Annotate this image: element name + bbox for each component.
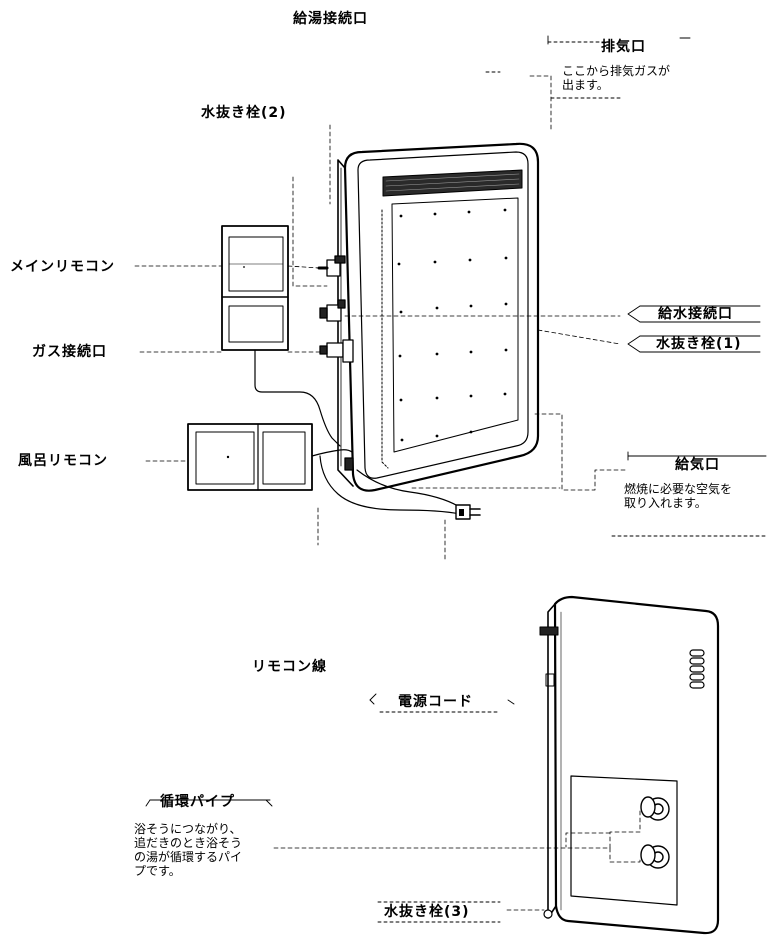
label-drain-valve-1: 水抜き栓(1) <box>656 336 742 352</box>
water-heater-back <box>547 595 720 935</box>
back-bracket <box>539 626 559 687</box>
pipe-fittings <box>317 255 354 471</box>
label-exhaust: 排気口 <box>601 39 646 55</box>
callout-frames <box>145 35 767 923</box>
label-remote-cable: リモコン線 <box>252 659 327 675</box>
label-gas-connection: ガス接続口 <box>32 344 107 360</box>
label-water-supply-connection: 給水接続口 <box>658 306 733 322</box>
remote-cables <box>254 349 461 515</box>
bath-remote-controller <box>187 423 313 491</box>
label-circulation-pipe: 循環パイプ <box>160 794 235 810</box>
label-drain-valve-2: 水抜き栓(2) <box>201 105 287 121</box>
label-bath-remote: 風呂リモコン <box>18 453 108 469</box>
front-exhaust-grille <box>382 169 523 197</box>
air-intake-description: 燃焼に必要な空気を 取り入れます。 <box>624 482 733 510</box>
label-air-intake: 給気口 <box>675 457 720 473</box>
main-remote-controller <box>221 225 289 351</box>
power-plug <box>455 504 481 520</box>
label-drain-valve-3: 水抜き栓(3) <box>384 904 470 920</box>
back-vent-slots <box>689 649 705 689</box>
leader-lines <box>134 75 641 911</box>
label-main-remote: メインリモコン <box>10 259 115 275</box>
label-power-cord: 電源コード <box>398 694 473 710</box>
back-drain-plug <box>543 909 553 919</box>
circulation-pipe-description: 浴そうにつながり、 追だきのとき浴そう の湯が循環するパイ プです。 <box>134 822 243 878</box>
label-hot-water-connection: 給湯接続口 <box>293 11 368 27</box>
front-panel <box>381 197 519 469</box>
back-service-panel <box>570 775 678 906</box>
circulation-pipe-fittings <box>640 796 670 869</box>
water-heater-front <box>337 142 540 492</box>
front-panel-screws <box>397 208 508 442</box>
exhaust-description: ここから排気ガスが 出ます。 <box>562 64 671 92</box>
